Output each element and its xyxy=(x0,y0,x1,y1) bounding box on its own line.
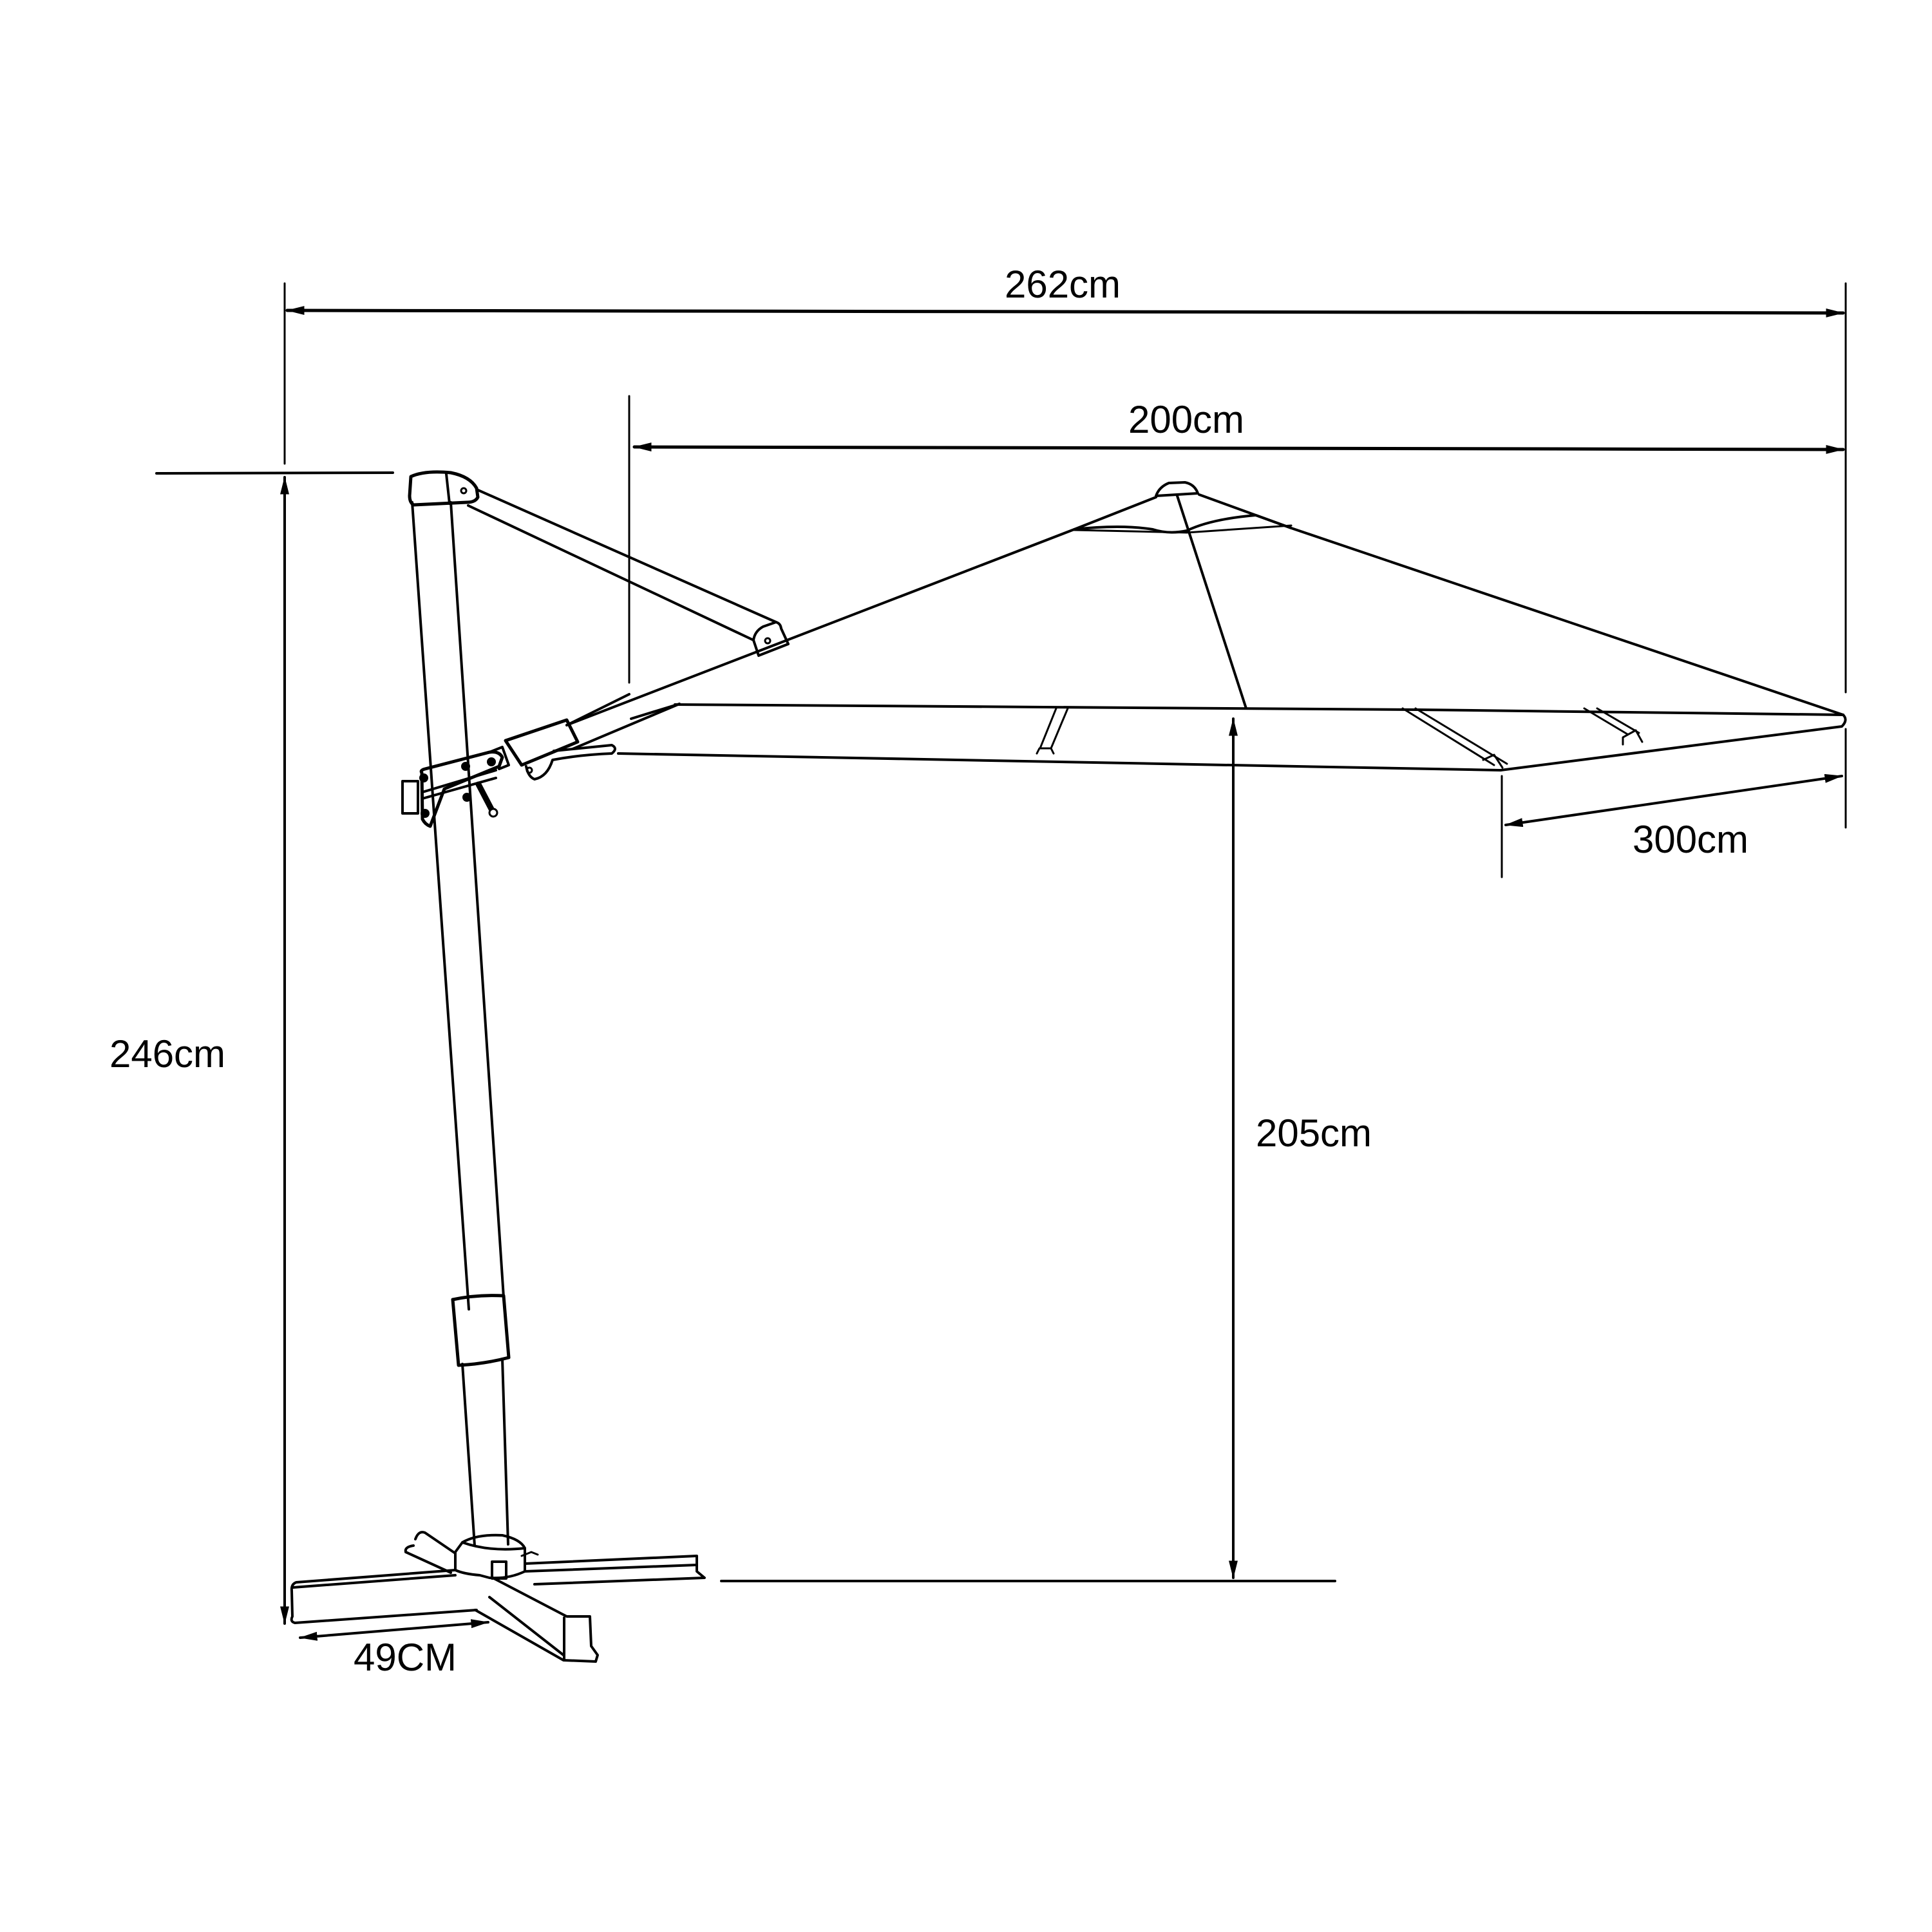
label-canopy-reach: 200cm xyxy=(1128,398,1245,441)
label-base-arm: 49CM xyxy=(353,1636,457,1679)
pole-right-edge xyxy=(450,501,505,1298)
canopy-center-rib xyxy=(1176,495,1247,710)
mechanism-end-block xyxy=(401,780,419,815)
tilt-handle xyxy=(525,744,616,781)
strut-bracket xyxy=(752,621,790,657)
pole xyxy=(411,501,511,1547)
canopy-right-edge xyxy=(1499,714,1847,772)
dimension-arrow xyxy=(632,442,1845,454)
dimension-arrow xyxy=(1504,773,1843,828)
canopy-ribs xyxy=(1036,707,1643,769)
crank-handle xyxy=(475,781,498,818)
pole-left-edge xyxy=(411,501,470,1311)
dimension-arrow xyxy=(285,306,1845,317)
dim-canopy-size xyxy=(1501,728,1847,878)
label-clearance-height: 205cm xyxy=(1255,1112,1372,1155)
support-strut xyxy=(467,488,790,657)
arm-housing xyxy=(504,718,580,767)
canopy-top-vent xyxy=(1155,481,1199,497)
dim-overall-width xyxy=(283,282,1847,694)
label-overall-width: 262cm xyxy=(1004,263,1121,306)
canopy-front-edge xyxy=(674,703,1844,716)
dim-base-arm xyxy=(299,1619,489,1641)
pole-top-cap xyxy=(408,470,480,507)
label-canopy-size: 300cm xyxy=(1632,818,1749,861)
base-hub xyxy=(454,1533,526,1580)
canopy xyxy=(565,481,1847,772)
dim-overall-height xyxy=(155,471,394,1625)
label-overall-height: 246cm xyxy=(109,1032,226,1075)
dim-canopy-reach xyxy=(628,395,1845,684)
pole-lower-right xyxy=(501,1358,509,1546)
cross-base xyxy=(290,1531,706,1663)
pole-sleeve xyxy=(451,1294,511,1367)
mechanism-plate xyxy=(419,750,504,828)
dim-clearance-height xyxy=(720,717,1336,1582)
tilt-mechanism xyxy=(401,718,616,828)
canopy-frame-line xyxy=(617,752,1502,772)
pole-lower-left xyxy=(461,1363,476,1547)
dimension-arrow xyxy=(299,1619,489,1641)
